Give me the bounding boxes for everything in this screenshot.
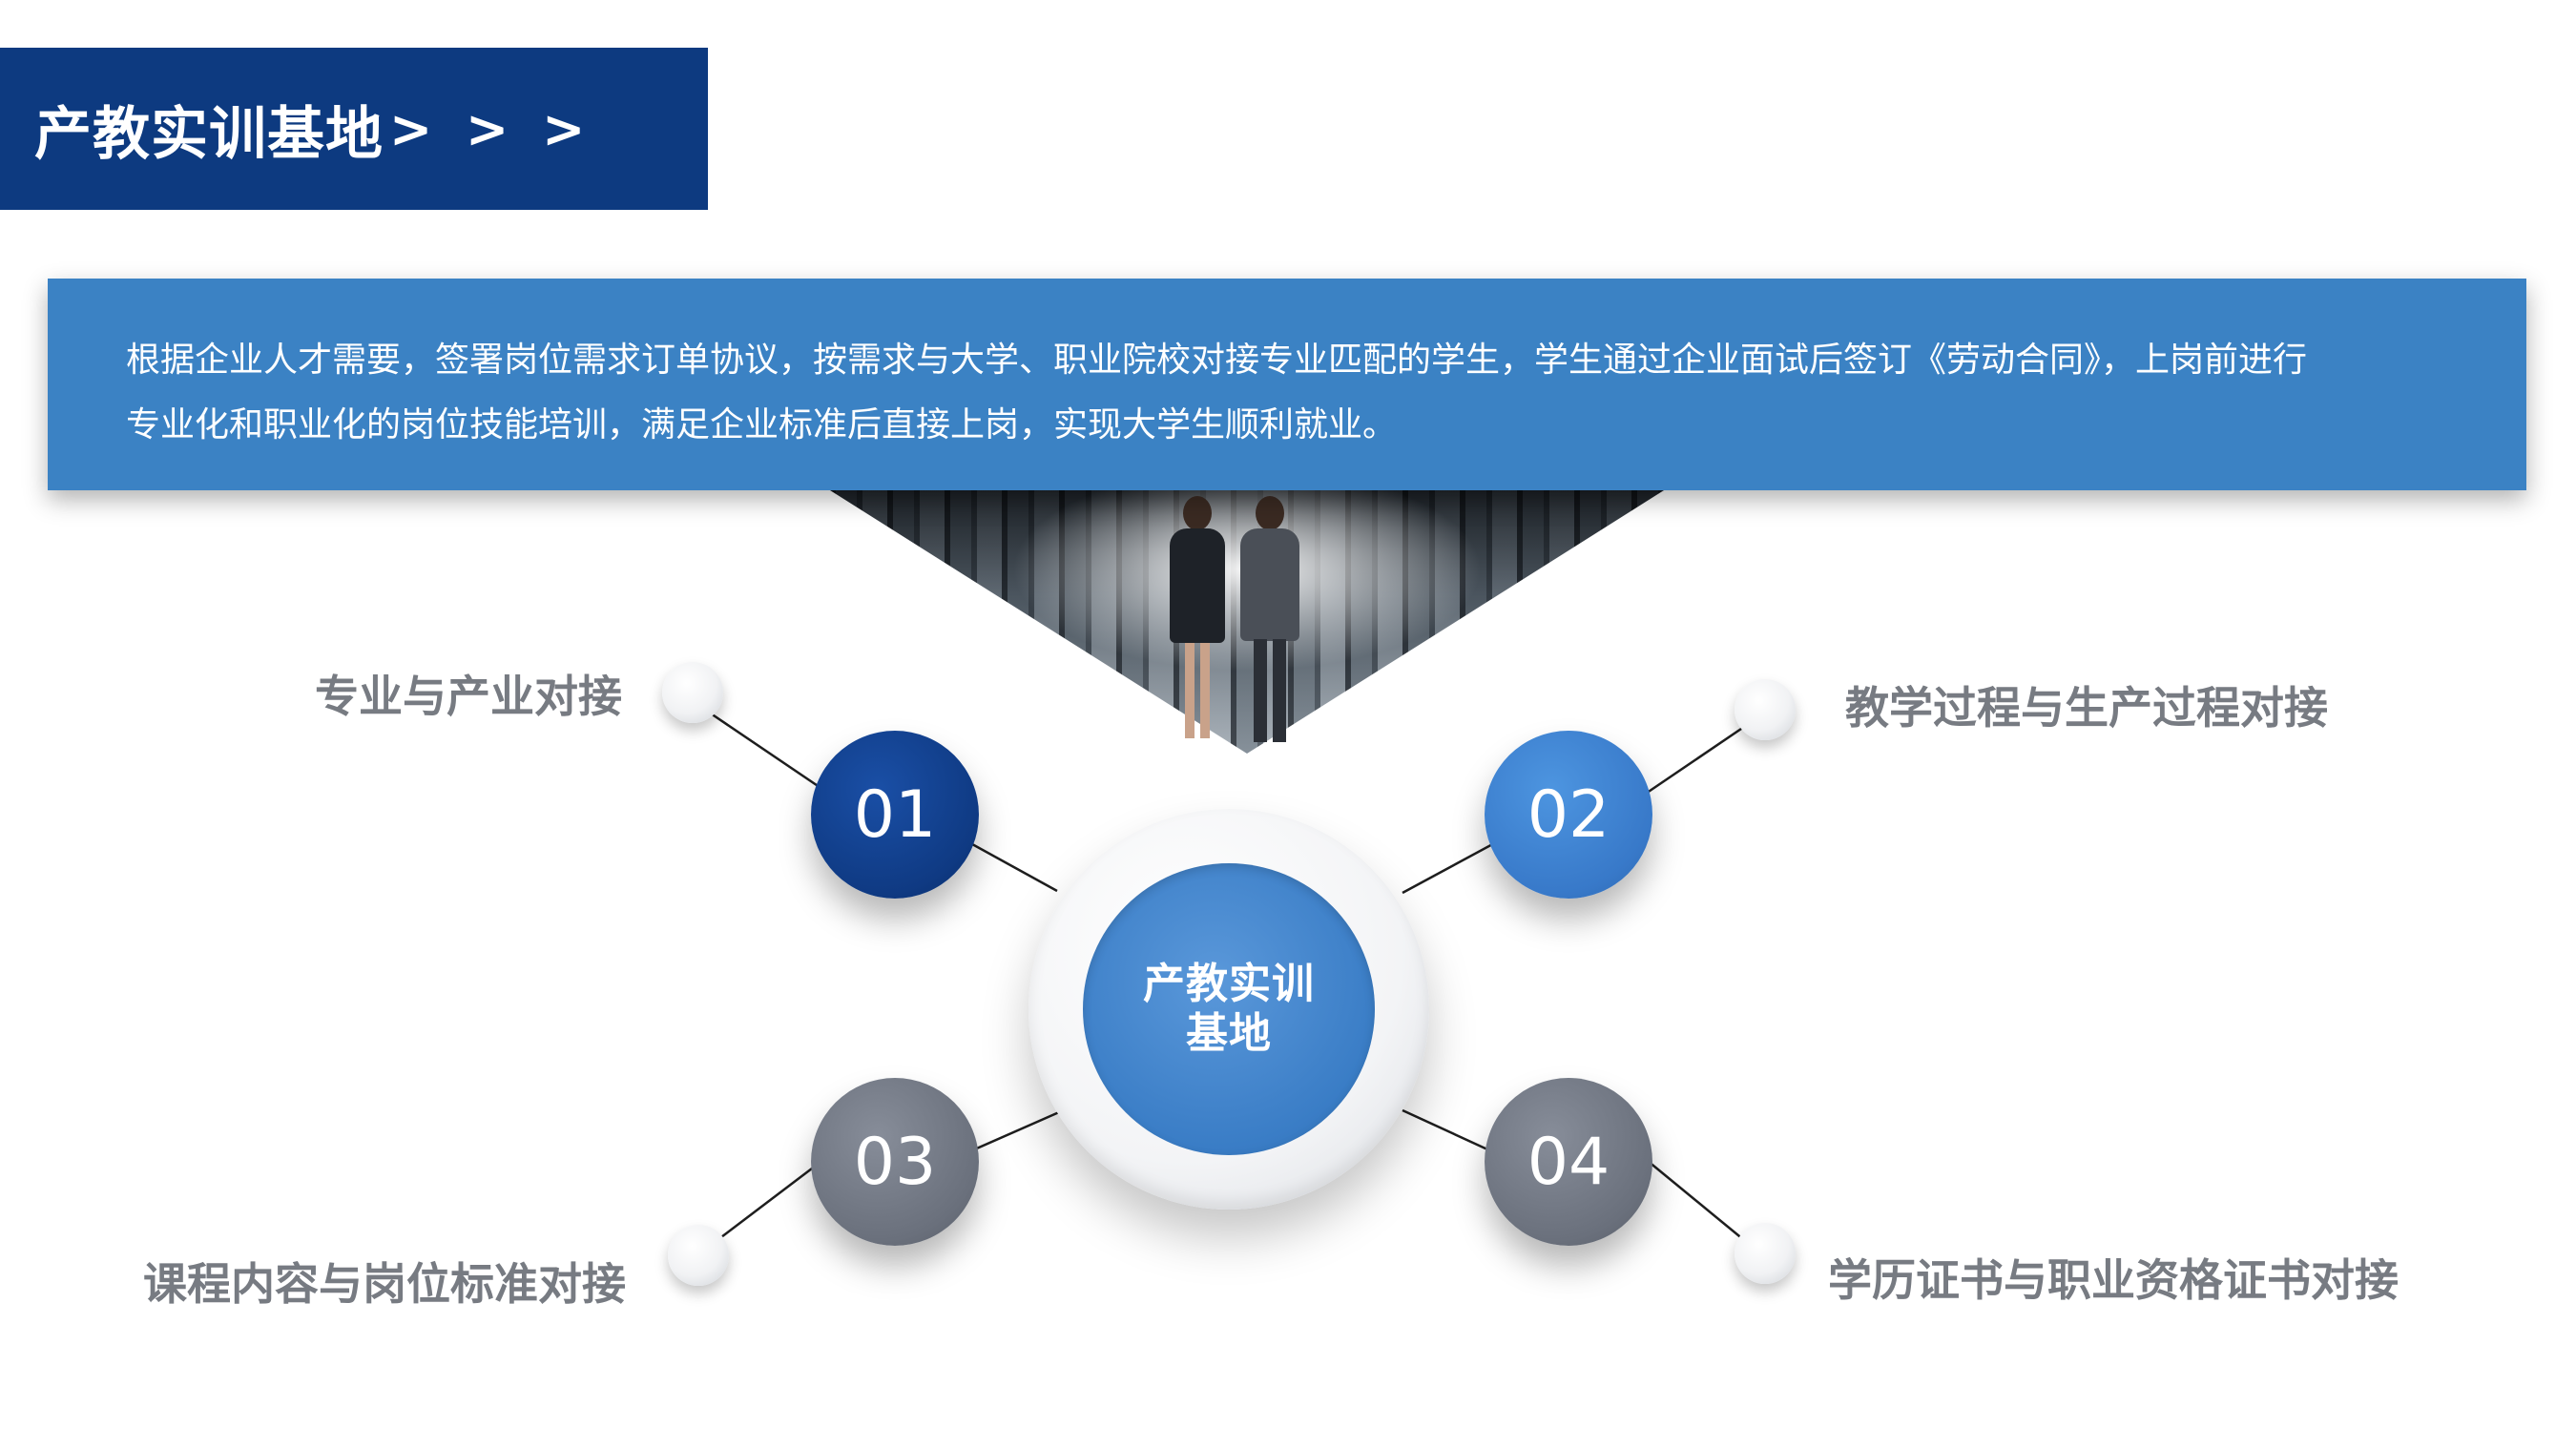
title-arrows: > > > (389, 98, 593, 159)
connector-line-1 (710, 712, 836, 799)
hub-label-line-2: 基地 (1186, 1009, 1272, 1058)
item-label-1: 专业与产业对接 (315, 671, 622, 722)
page-title: 产教实训基地 (34, 100, 384, 168)
title-bar: 产教实训基地 > > > (0, 48, 708, 210)
item-label-3: 课程内容与岗位标准对接 (143, 1258, 626, 1310)
description-line-2: 专业化和职业化的岗位技能培训，满足企业标准后直接上岗，实现大学生顺利就业。 (126, 405, 1398, 445)
item-number-01: 01 (811, 731, 979, 899)
item-label-4: 学历证书与职业资格证书对接 (1828, 1254, 2399, 1306)
item-number-04: 04 (1485, 1078, 1652, 1246)
connector-dot-2 (1735, 679, 1796, 740)
connector-line-4b (1402, 1108, 1499, 1156)
connector-dot-4 (1735, 1223, 1796, 1284)
item-number-03: 03 (811, 1078, 979, 1246)
item-label-2: 教学过程与生产过程对接 (1845, 682, 2328, 734)
person-woman-image (1164, 496, 1231, 744)
person-man-image (1233, 496, 1305, 746)
connector-line-2 (1636, 725, 1745, 801)
hub-label-line-1: 产教实训 (1143, 960, 1315, 1008)
connector-line-4 (1636, 1151, 1745, 1241)
connector-line-1b (963, 838, 1058, 893)
connector-dot-1 (662, 662, 723, 723)
hub-circle: 产教实训 基地 (1083, 863, 1375, 1155)
connector-dot-3 (668, 1225, 729, 1286)
item-number-02: 02 (1485, 731, 1652, 899)
connector-line-2b (1402, 839, 1499, 895)
connector-line-3b (963, 1110, 1060, 1156)
description-line-1: 根据企业人才需要，签署岗位需求订单协议，按需求与大学、职业院校对接专业匹配的学生… (126, 341, 2308, 380)
description-box: 根据企业人才需要，签署岗位需求订单协议，按需求与大学、职业院校对接专业匹配的学生… (48, 279, 2526, 490)
